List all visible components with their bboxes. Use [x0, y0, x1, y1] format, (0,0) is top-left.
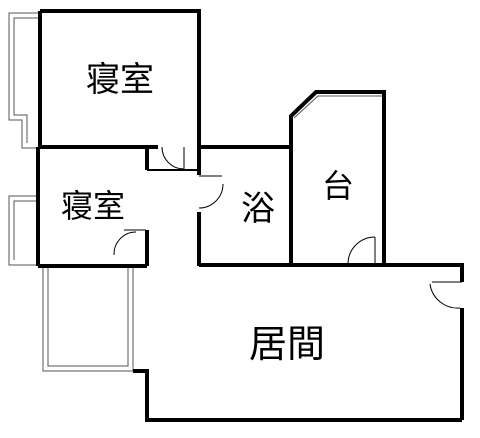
- bedroom-2-bay-inner: [13, 200, 38, 260]
- bedroom-1-bay-outline: [8, 12, 42, 149]
- door-swings: [113, 146, 462, 309]
- room-label-kitchen: 台: [321, 167, 355, 205]
- door-arc-bedroom-1: [161, 146, 185, 170]
- wall-bedroom-1: [40, 9, 201, 145]
- door-arc-kitchen: [347, 236, 376, 265]
- walls: [36, 9, 464, 422]
- room-label-bedroom-1: 寝室: [86, 60, 154, 100]
- door-arc-bath: [198, 183, 224, 209]
- door-arc-bedroom-2: [113, 231, 137, 256]
- room-label-living: 居間: [248, 322, 326, 366]
- bedroom-1-bay-inner: [13, 17, 42, 143]
- balcony-outline: [42, 266, 134, 372]
- kitchen-chamfer-inner: [293, 95, 382, 119]
- balcony-inner: [47, 266, 129, 367]
- room-label-bedroom-2: 寝室: [60, 187, 126, 225]
- room-label-bath: 浴: [241, 189, 275, 229]
- door-arc-entrance: [429, 283, 461, 309]
- bedroom-2-bay-outline: [8, 195, 38, 266]
- wall-living-bottom: [133, 369, 462, 422]
- wall-kitchen: [289, 90, 386, 266]
- wall-living: [199, 263, 464, 282]
